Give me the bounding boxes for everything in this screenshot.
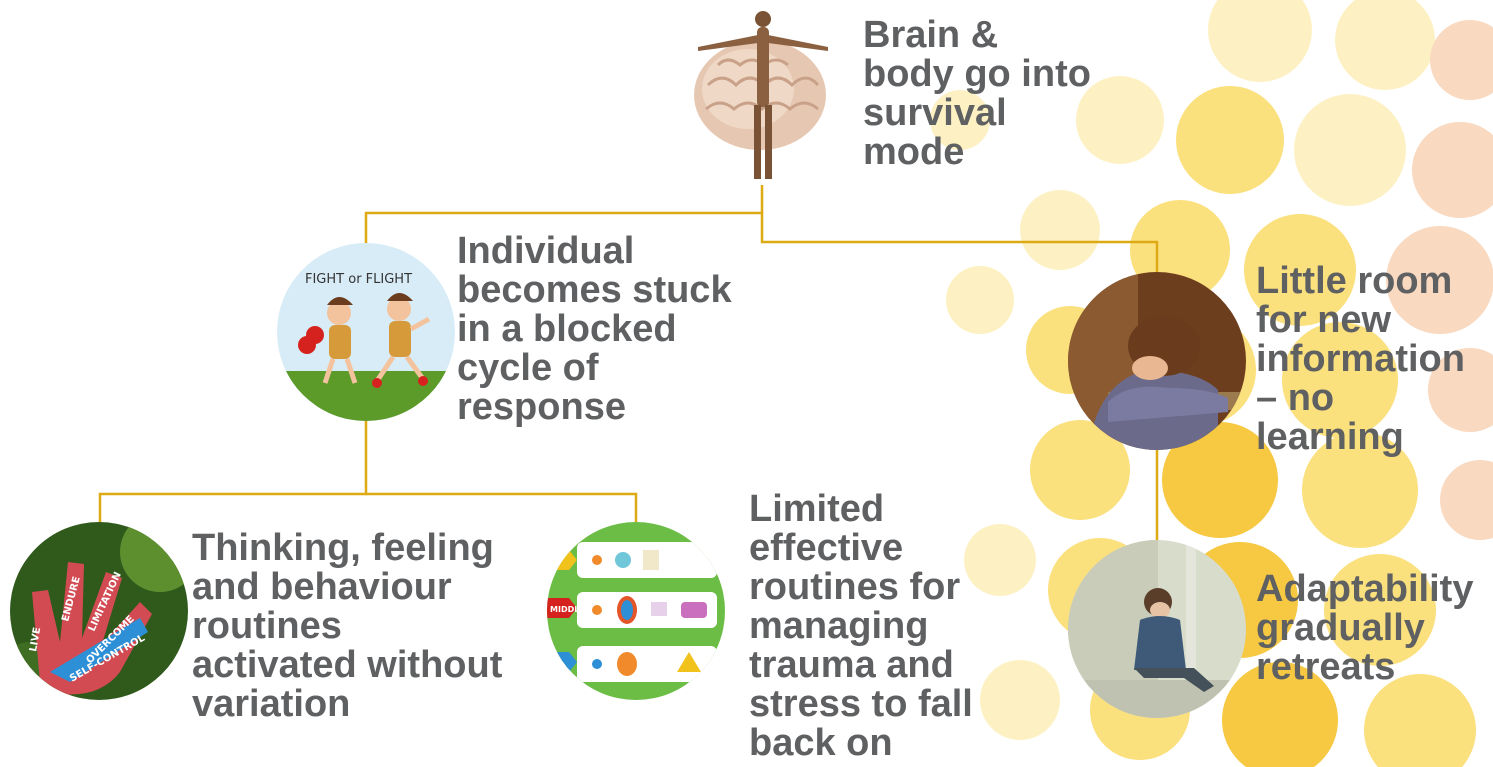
survival-image — [688, 5, 838, 185]
child-sitting-corner-icon — [1068, 540, 1246, 718]
chart-word-middle: MIDDLE — [550, 605, 585, 614]
routine-chart-icon: MIDDLE — [547, 522, 725, 700]
brain-body-figure-icon — [688, 5, 838, 185]
little-room-image — [1068, 272, 1246, 450]
connector-stuck-to-routines — [100, 418, 366, 522]
limited-label: Limited effective routines for managing … — [749, 490, 973, 763]
routines-label: Thinking, feeling and behaviour routines… — [192, 529, 502, 724]
fight-or-flight-caption: FIGHT or FLIGHT — [305, 272, 412, 287]
connector-root-to-little-room — [762, 213, 1157, 272]
connector-stuck-to-limited — [366, 494, 636, 522]
stuck-label: Individual becomes stuck in a blocked cy… — [457, 232, 732, 427]
painted-hand-icon: LIVE ENDURE LIMITATION OVERCOME SELF-CON… — [10, 522, 188, 700]
adaptability-image — [1068, 540, 1246, 718]
routines-image: LIVE ENDURE LIMITATION OVERCOME SELF-CON… — [10, 522, 188, 700]
fight-or-flight-cartoon-icon: FIGHT or FLIGHT — [277, 243, 455, 421]
survival-label: Brain & body go into survival mode — [863, 16, 1091, 172]
adaptability-label: Adaptability gradually retreats — [1256, 570, 1473, 687]
limited-image: MIDDLE — [547, 522, 725, 700]
little-room-label: Little room for new information – no lea… — [1256, 262, 1465, 457]
stuck-image: FIGHT or FLIGHT — [277, 243, 455, 421]
child-head-on-desk-icon — [1068, 272, 1246, 450]
